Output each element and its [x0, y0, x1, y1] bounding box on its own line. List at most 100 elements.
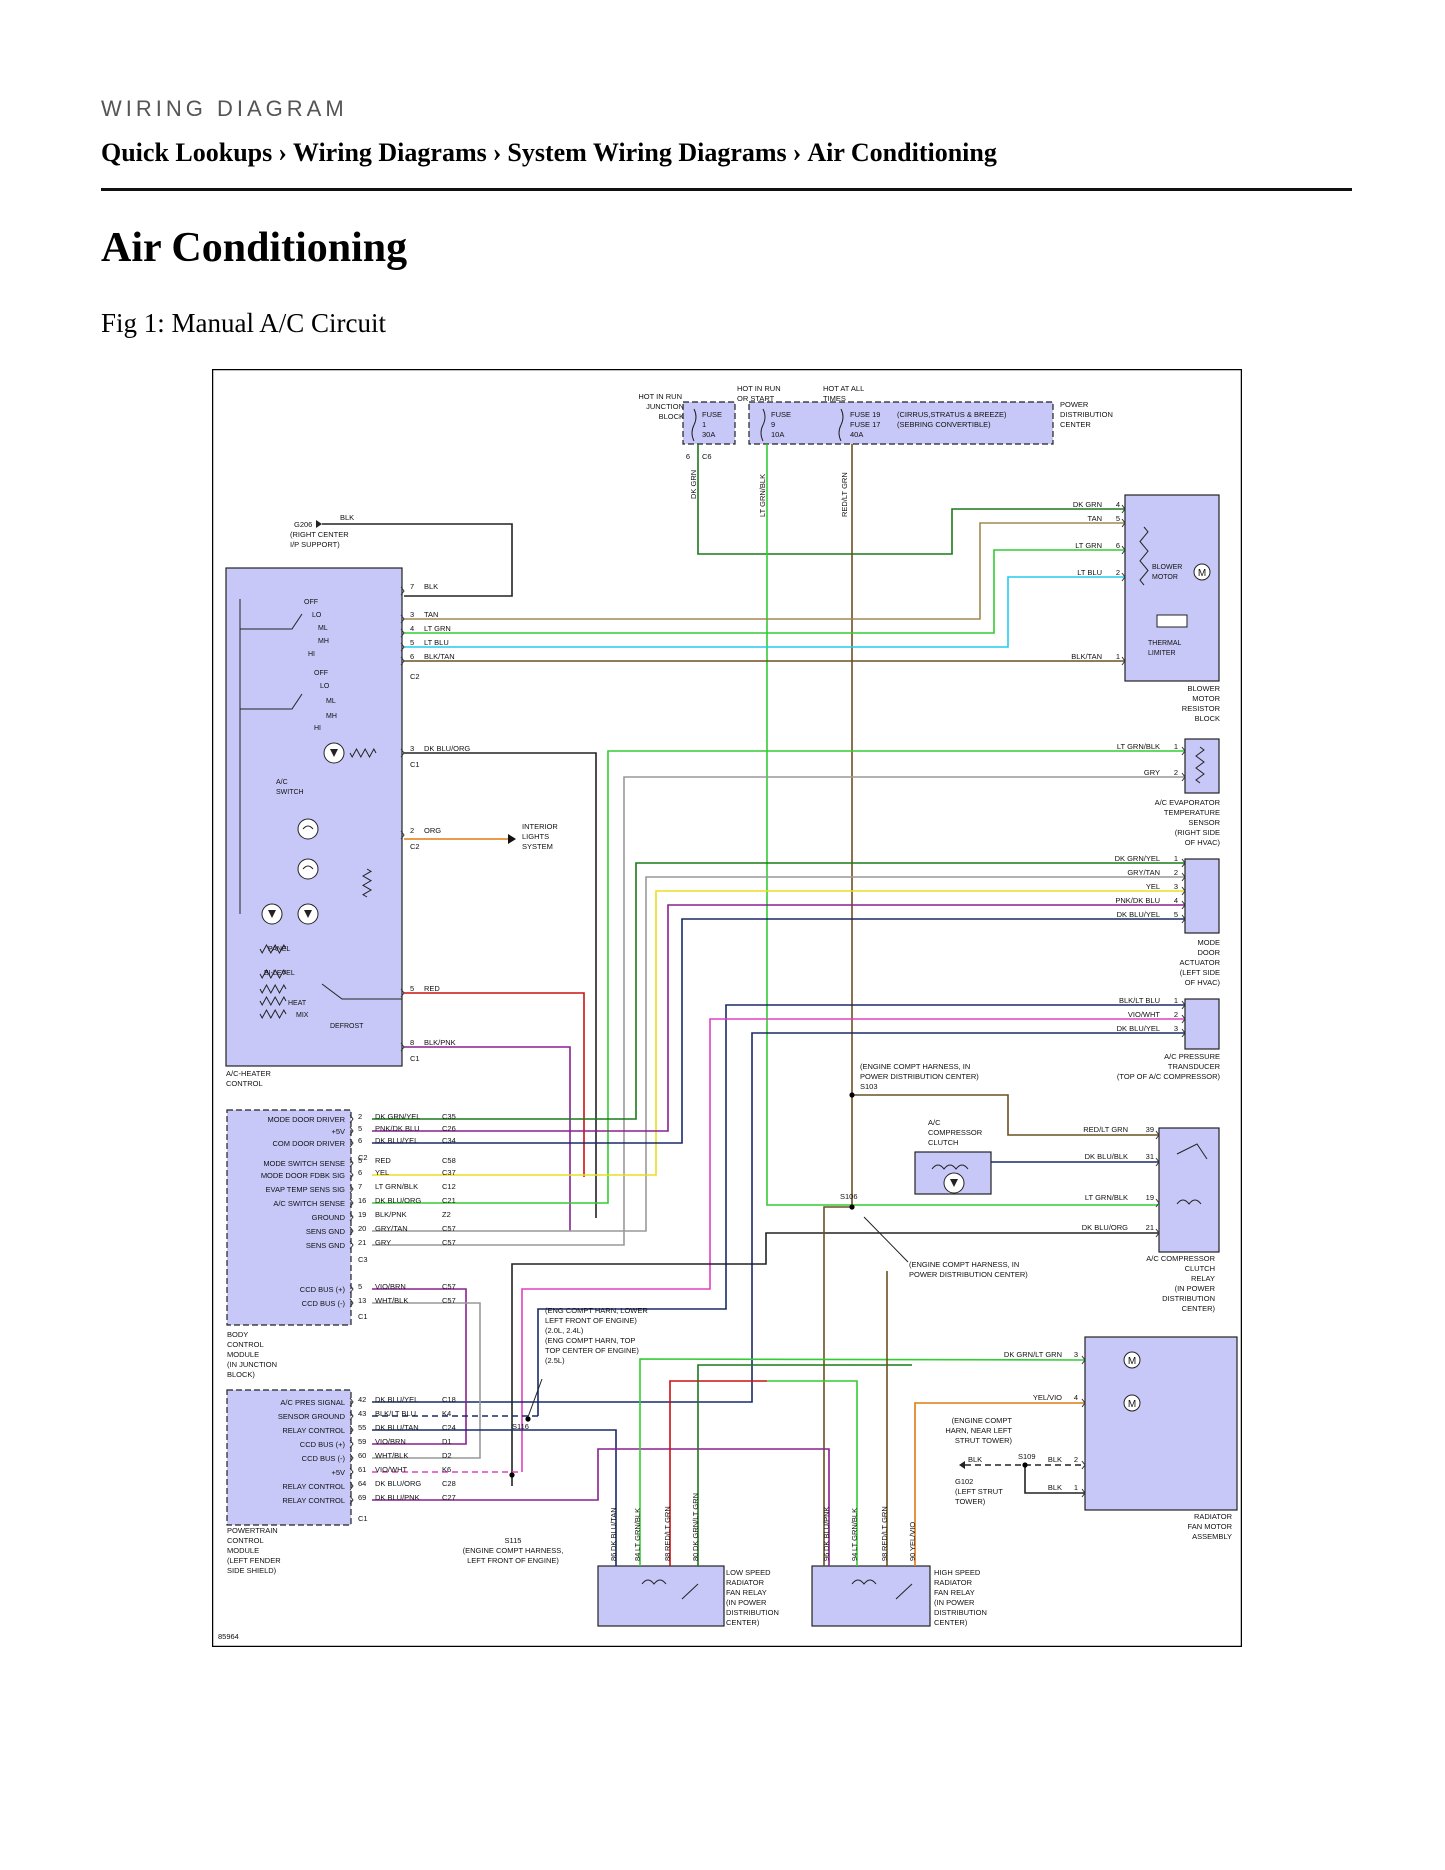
mode-resistor-symbol [259, 995, 287, 1007]
mode-door-actuator-label: OF HVAC) [1185, 978, 1221, 987]
motor-symbol-label: M [1128, 1356, 1136, 1367]
wire-label: LT GRN/BLK [850, 1508, 859, 1551]
pcm-label: SIDE SHIELD) [227, 1566, 277, 1575]
connector-pin-tick [1181, 1000, 1186, 1010]
breadcrumb-separator: › [492, 138, 502, 167]
wire-pnk-dk-blu [372, 904, 1185, 1132]
power-distribution-center-label: POWER [1060, 400, 1089, 409]
bcm-label: (IN JUNCTION [227, 1360, 277, 1369]
pin-label: 21 [358, 1238, 366, 1247]
connector-label: C3 [358, 1255, 368, 1264]
pin-label: 1 [1074, 1483, 1078, 1492]
circuit-id-label: C57 [442, 1238, 456, 1247]
bcm-pin-label: EVAP TEMP SENS SIG [266, 1185, 346, 1194]
low-speed-relay-label: (IN POWER [726, 1598, 767, 1607]
ac-position-label: HI [314, 725, 321, 732]
ac-led-icon [330, 749, 338, 757]
pcm-pin-label: SENSOR GROUND [278, 1412, 346, 1421]
compressor-clutch-label: CLUTCH [928, 1138, 958, 1147]
pin-label: 2 [1174, 868, 1178, 877]
connector-pin-tick [1121, 504, 1126, 514]
circuit-id-label: C26 [442, 1124, 456, 1133]
wire-label: DK BLU/YEL [1117, 910, 1160, 919]
connector-label: C1 [358, 1312, 368, 1321]
connector-pin-tick [1181, 886, 1186, 896]
circuit-id-label: C34 [442, 1136, 456, 1145]
pin-label: 5 [358, 1282, 362, 1291]
wire-label: RED/LT GRN [880, 1506, 889, 1551]
circuit-id-label: C58 [442, 1156, 456, 1165]
pin-label: 4 [410, 624, 414, 633]
s115-splice [509, 1472, 515, 1478]
led-indicator-icon [268, 910, 276, 918]
ac-position-label: OFF [314, 670, 328, 677]
connector-pin-tick [349, 1411, 354, 1421]
connector-pin-tick [400, 656, 405, 666]
vertical-wire-label: LT GRN/BLK [758, 474, 767, 517]
pin-label: 2 [358, 1112, 362, 1121]
bcm-pin-label: SENS GND [306, 1241, 346, 1250]
wire-label: WHT/BLK [375, 1296, 408, 1305]
blower-motor-resistor-label: BLOCK [1195, 714, 1220, 723]
wire-dk-blu-org [404, 752, 597, 1218]
connector-pin-tick [1181, 900, 1186, 910]
bcm-pin-label: A/C SWITCH SENSE [273, 1199, 345, 1208]
s115-note: LEFT FRONT OF ENGINE) [467, 1556, 559, 1565]
wire-lt-grn-blk-low [639, 1358, 1086, 1566]
g206-location: (RIGHT CENTER [290, 530, 349, 539]
fuse-1-label: 1 [702, 420, 706, 429]
indicator-lamp-icon [297, 858, 319, 880]
wire-label: BLK [1048, 1455, 1062, 1464]
pcm-label: POWERTRAIN [227, 1526, 278, 1535]
pcm-pin-label: A/C PRES SIGNAL [280, 1398, 345, 1407]
s103-splice [849, 1092, 855, 1098]
connector-c6-label: C6 [702, 452, 712, 461]
s116-note: (ENG COMPT HARN, LOWER [545, 1306, 648, 1315]
pin-label: 1 [1174, 996, 1178, 1005]
wire-label: VIO/WHT [1128, 1010, 1160, 1019]
mode-position-label: MIX [296, 1012, 309, 1019]
motor-symbol-label: M [1198, 568, 1206, 579]
wire-dk-grn-lt-grn [697, 1364, 912, 1566]
pin-label: 3 [1074, 1350, 1078, 1359]
breadcrumb-separator: › [278, 138, 287, 167]
connector-pin-tick [400, 642, 405, 652]
wire-label: DK BLU/PNK [822, 1506, 831, 1551]
indicator-lamp-icon [302, 865, 314, 870]
wire-label: VIO/BRN [375, 1282, 406, 1291]
blower-position-label: ML [318, 625, 328, 632]
connector-pin-tick [349, 1170, 354, 1180]
fuse-19-label: FUSE 19 [850, 410, 880, 419]
wire-dk-blu-tan [372, 1429, 617, 1566]
wire-lt-blu [404, 576, 1125, 648]
indicator-lamp-icon [297, 818, 319, 840]
connector-pin-tick [1121, 518, 1126, 528]
bcm-label: CONTROL [227, 1340, 264, 1349]
high-speed-relay-label: HIGH SPEED [934, 1568, 981, 1577]
pin-label: 2 [1174, 768, 1178, 777]
ac-heater-control-box [225, 567, 403, 1067]
power-distribution-center-label: DISTRIBUTION [1060, 410, 1113, 419]
wire-label: LT GRN [1075, 541, 1102, 550]
breadcrumb-air-conditioning[interactable]: Air Conditioning [807, 138, 997, 167]
blower-position-label: HI [308, 651, 315, 658]
blower-switch [240, 613, 303, 630]
relay-coil-icon [1176, 1199, 1202, 1205]
circuit-id-label: C57 [442, 1224, 456, 1233]
junction-block-fuse-box [682, 401, 736, 445]
circuit-id-label: Z2 [442, 1210, 451, 1219]
wire-label: RED [375, 1156, 391, 1165]
junction-block-label: JUNCTION [646, 402, 684, 411]
wire-label: LT BLU [424, 638, 449, 647]
breadcrumb-system-wiring-diagrams[interactable]: System Wiring Diagrams [507, 138, 787, 167]
hot-in-run-label: HOT IN RUN [638, 392, 682, 401]
pin-label: 96 [822, 1553, 831, 1561]
connector-pin-tick [1155, 1198, 1160, 1208]
breadcrumb-quick-lookups[interactable]: Quick Lookups [101, 138, 273, 167]
interior-lights-label: SYSTEM [522, 842, 553, 851]
breadcrumb-wiring-diagrams[interactable]: Wiring Diagrams [292, 138, 487, 167]
pin-label: 2 [410, 826, 414, 835]
s109-note: STRUT TOWER) [955, 1436, 1013, 1445]
ac-position-label: ML [326, 698, 336, 705]
